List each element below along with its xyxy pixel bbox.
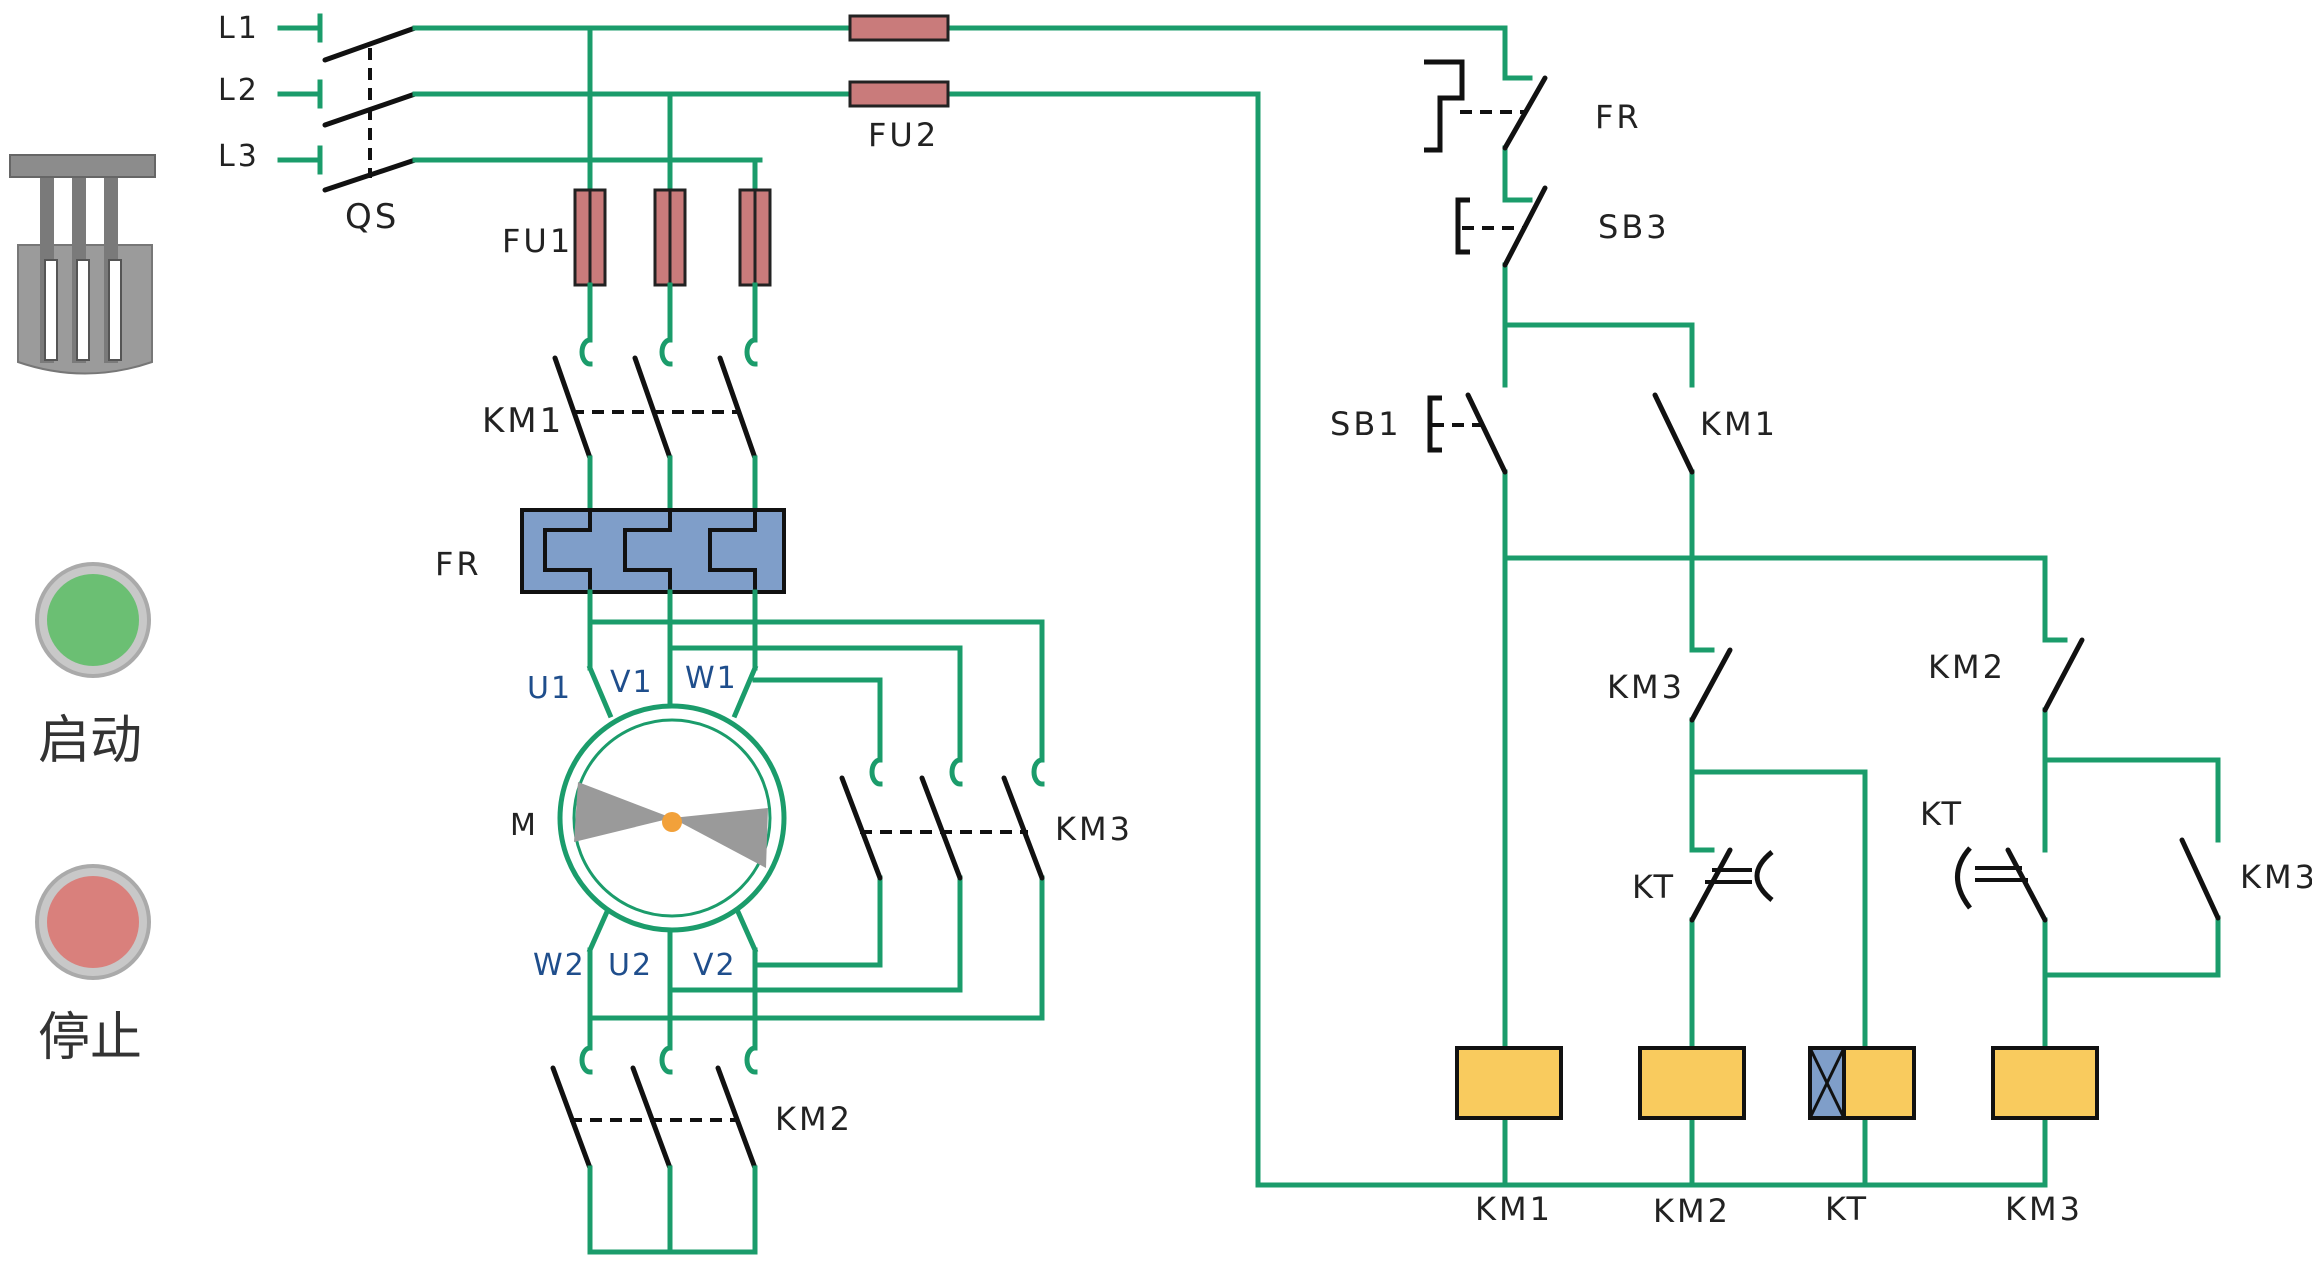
kt-no-label: KT	[1920, 795, 1964, 833]
terminal-v2: V2	[693, 948, 737, 983]
sb3-label: SB3	[1598, 208, 1670, 246]
km3-main-contacts	[839, 757, 1045, 881]
phase-label-l2: L2	[218, 73, 260, 108]
start-button-label: 启动	[38, 711, 142, 771]
phase-label-l1: L1	[218, 11, 260, 46]
coil-kt	[1808, 1046, 1916, 1120]
terminal-w2: W2	[533, 948, 586, 983]
fu1-fuses	[573, 188, 772, 287]
fu2-label: FU2	[868, 116, 939, 154]
sb1-label: SB1	[1330, 405, 1402, 443]
km3-nc-contact	[1689, 647, 1733, 723]
kt-nc-label: KT	[1632, 868, 1676, 906]
coil-kt-label: KT	[1825, 1190, 1869, 1228]
fr-contact-label: FR	[1595, 98, 1642, 136]
km3-main-label: KM3	[1055, 810, 1133, 848]
km3-delta-wiring	[587, 619, 1045, 1021]
fr-thermal-relay	[520, 508, 786, 594]
control-wires	[1255, 25, 2221, 1188]
motor-wiring	[586, 589, 759, 1023]
terminal-u2: U2	[608, 948, 653, 983]
km3-aux-label: KM3	[2240, 858, 2312, 896]
supply-wires	[412, 25, 1508, 193]
terminal-v1: V1	[610, 665, 654, 700]
sb3-stop-button[interactable]	[1455, 185, 1548, 268]
km2-nc-label: KM2	[1928, 648, 2006, 686]
km2-main-contacts	[550, 1017, 758, 1255]
fr-nc-contact	[1424, 59, 1548, 153]
kt-timed-no-contact	[1955, 846, 2048, 923]
coil-km1-label: KM1	[1475, 1190, 1553, 1228]
terminal-w1: W1	[685, 661, 738, 696]
supply-terminals	[277, 13, 323, 175]
coil-km3-label: KM3	[2005, 1190, 2083, 1228]
sb1-start-button[interactable]	[1427, 392, 1508, 475]
km1-main-label: KM1	[482, 401, 564, 441]
qs-label: QS	[345, 197, 399, 237]
km3-aux-contact	[2179, 837, 2221, 921]
coil-km2-label: KM2	[1653, 1192, 1731, 1230]
fu2-fuse	[848, 14, 950, 108]
coil-km1	[1455, 1046, 1563, 1120]
stop-button-label: 停止	[38, 1008, 142, 1068]
km1-aux-label: KM1	[1700, 405, 1778, 443]
km1-main-contacts	[552, 282, 758, 513]
terminal-u1: U1	[527, 671, 572, 706]
coil-km3	[1991, 1046, 2099, 1120]
stop-button[interactable]	[35, 864, 151, 980]
fr-main-label: FR	[435, 545, 482, 583]
km2-main-label: KM2	[775, 1100, 853, 1138]
start-button[interactable]	[35, 562, 151, 678]
km1-aux-contact	[1652, 392, 1695, 475]
qs-isolator[interactable]	[322, 25, 418, 193]
km3-nc-label: KM3	[1607, 668, 1685, 706]
coil-km2	[1638, 1046, 1746, 1120]
breaker-handle[interactable]	[9, 154, 156, 375]
km2-nc-contact	[2042, 637, 2085, 713]
motor-m	[557, 703, 787, 933]
fu1-label: FU1	[502, 222, 573, 260]
phase-label-l3: L3	[218, 139, 260, 174]
kt-timed-nc-contact	[1689, 847, 1774, 923]
motor-label: M	[510, 808, 539, 843]
